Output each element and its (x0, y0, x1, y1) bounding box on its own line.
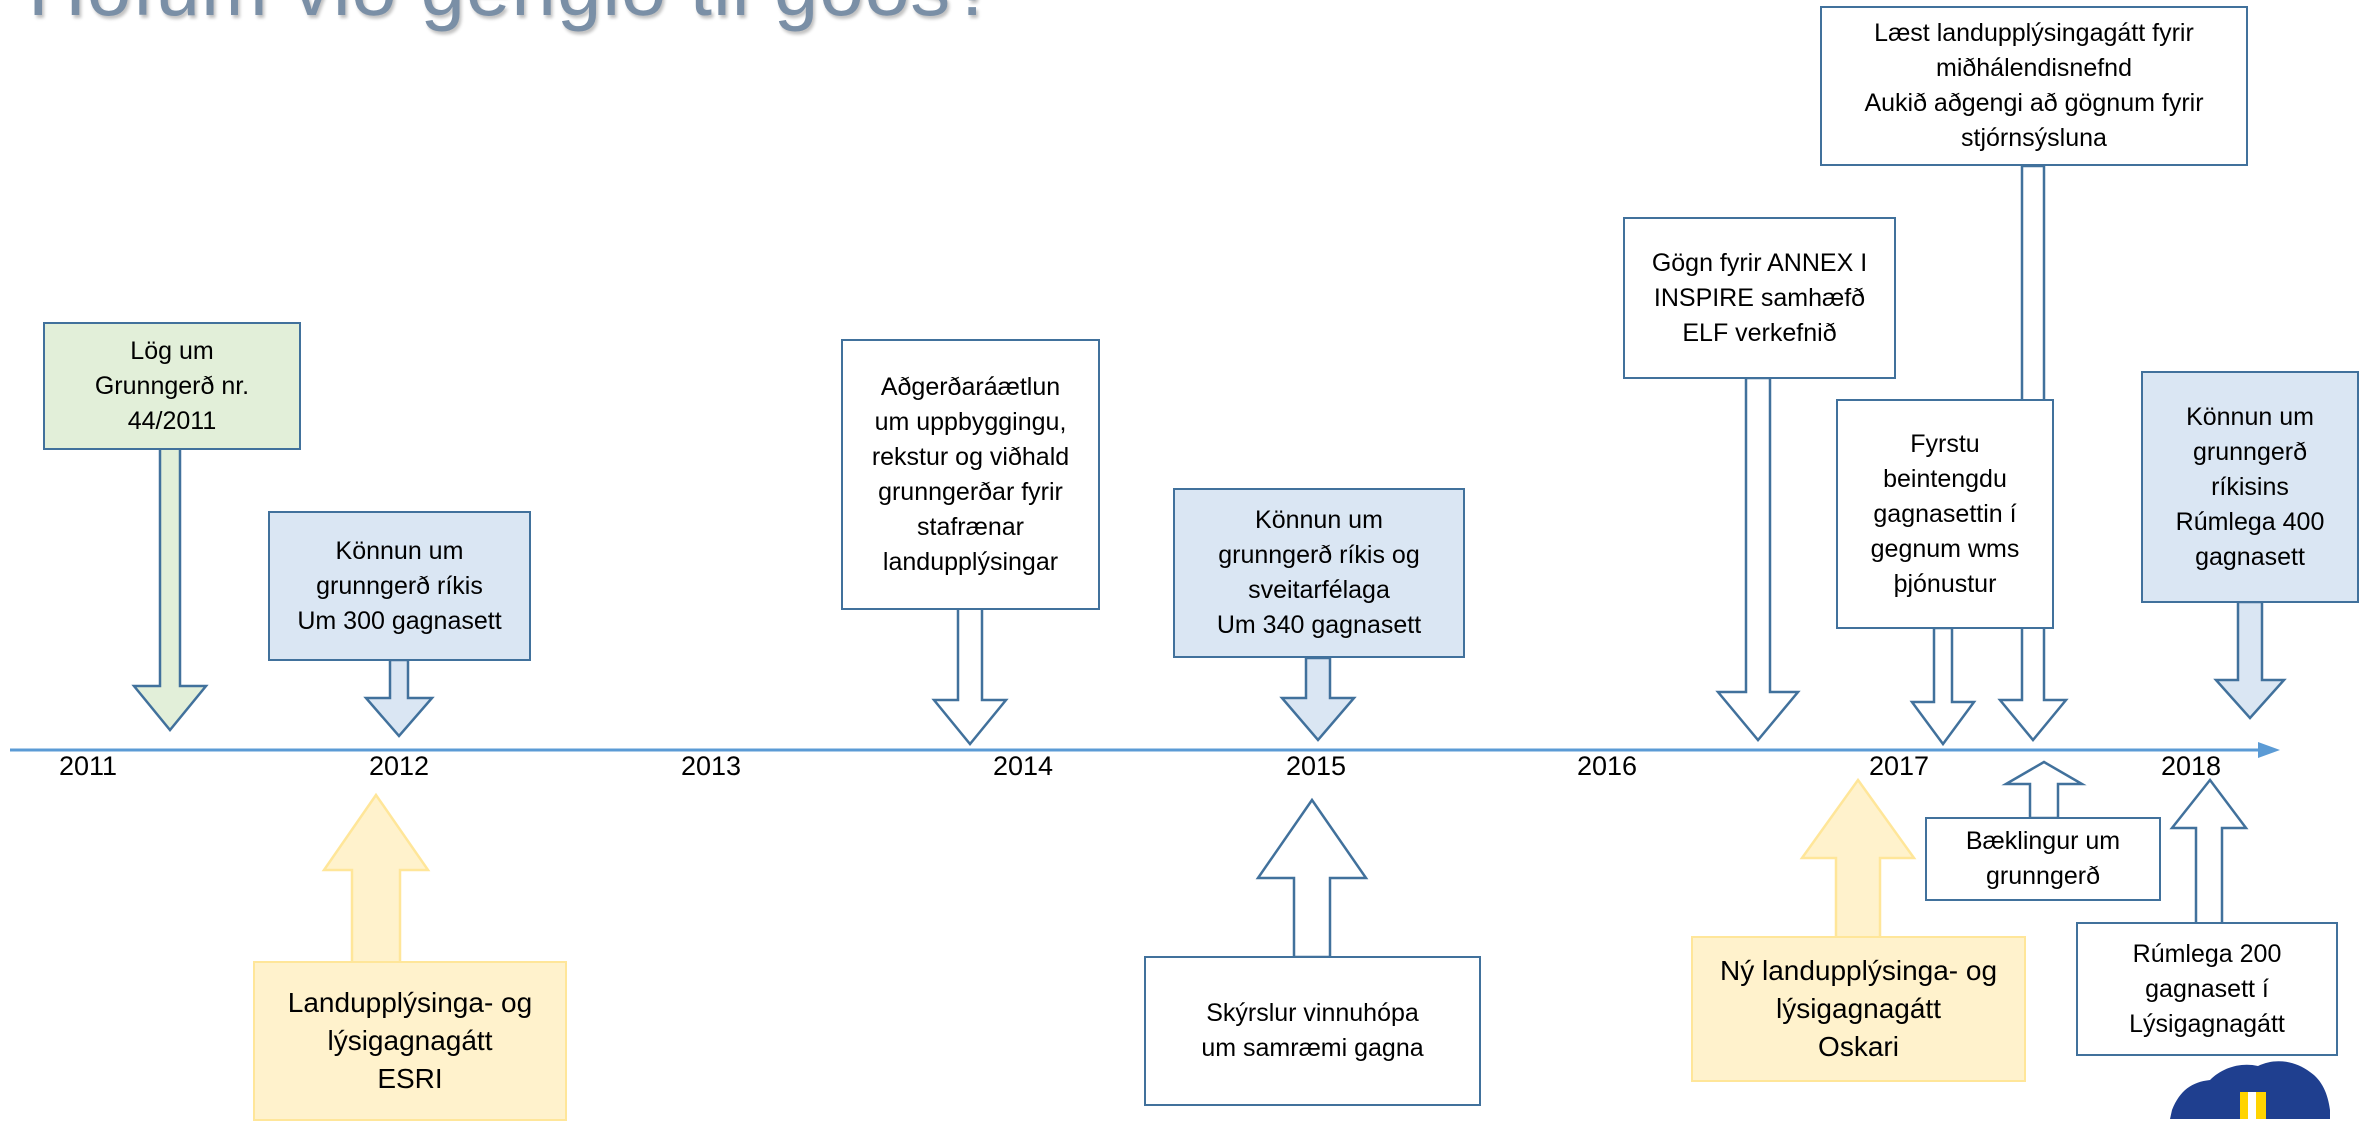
event-skyrslur: Skýrslur vinnuhópa um samræmi gagna (1144, 956, 1481, 1106)
event-adgerdaraetlun-text: Aðgerðaráætlun um uppbyggingu, rekstur o… (871, 372, 1070, 576)
year-label-2015: 2015 (1285, 751, 1347, 781)
event-rumlega-200: Rúmlega 200 gagnasett í Lýsigagnagátt (2076, 922, 2338, 1056)
event-gatt-esri: Landupplýsinga- og lýsigagnagátt ESRI (253, 961, 567, 1121)
event-gatt-esri-text: Landupplýsinga- og lýsigagnagátt ESRI (287, 987, 533, 1094)
year-label-2011: 2011 (58, 751, 118, 781)
event-fyrstu-text: Fyrstu beintengdu gagnasettin í gegnum w… (1870, 429, 2020, 598)
event-konnun-2015: Könnun um grunngerð ríkis og sveitarféla… (1173, 488, 1465, 658)
event-ny-gatt: Ný landupplýsinga- og lýsigagnagátt Oska… (1691, 936, 2026, 1082)
arrow-konnun-2015 (1279, 656, 1357, 742)
event-konnun-2012: Könnun um grunngerð ríkis Um 300 gagnase… (268, 511, 531, 661)
event-fyrstu: Fyrstu beintengdu gagnasettin í gegnum w… (1836, 399, 2054, 629)
event-konnun-2018-text: Könnun um grunngerð ríkisins Rúmlega 400… (2175, 402, 2325, 571)
event-skyrslur-text: Skýrslur vinnuhópa um samræmi gagna (1201, 999, 1424, 1062)
event-midhalendi: Læst landupplýsingagátt fyrir miðhálendi… (1820, 6, 2248, 166)
year-label-2017: 2017 (1868, 751, 1930, 781)
year-label-2016: 2016 (1576, 751, 1638, 781)
event-log-2011: Lög um Grunngerð nr. 44/2011 (43, 322, 301, 450)
arrow-rumlega-200 (2169, 777, 2249, 926)
arrow-adgerdaraetlun (931, 606, 1009, 746)
event-konnun-2015-text: Könnun um grunngerð ríkis og sveitarféla… (1216, 506, 1422, 639)
arrow-skyrslur (1255, 797, 1369, 959)
arrow-gatt-esri (321, 792, 431, 965)
arrow-konnun-2012 (363, 658, 435, 738)
arrow-konnun-2018 (2213, 600, 2287, 720)
timeline-arrowhead (2258, 742, 2280, 758)
arrow-log-2011 (131, 446, 209, 732)
page-title: Höfum við gengið til góðs? (28, 0, 997, 34)
year-label-2012: 2012 (368, 751, 430, 781)
event-konnun-2012-text: Könnun um grunngerð ríkis Um 300 gagnase… (297, 536, 502, 635)
arrow-fyrstu (1909, 626, 1977, 747)
arrow-annex (1715, 376, 1801, 742)
event-log-2011-text: Lög um Grunngerð nr. 44/2011 (94, 336, 250, 435)
year-label-2014: 2014 (992, 751, 1054, 781)
event-baeklingur-text: Bæklingur um grunngerð (1965, 827, 2121, 890)
arrow-baeklingur (2001, 760, 2087, 820)
year-label-2018: 2018 (2160, 751, 2222, 781)
arrow-ny-gatt (1799, 777, 1917, 940)
event-konnun-2018: Könnun um grunngerð ríkisins Rúmlega 400… (2141, 371, 2359, 603)
event-annex: Gögn fyrir ANNEX I INSPIRE samhæfð ELF v… (1623, 217, 1896, 379)
year-label-2013: 2013 (680, 751, 742, 781)
event-annex-text: Gögn fyrir ANNEX I INSPIRE samhæfð ELF v… (1651, 248, 1868, 347)
event-rumlega-200-text: Rúmlega 200 gagnasett í Lýsigagnagátt (2129, 939, 2285, 1038)
event-ny-gatt-text: Ný landupplýsinga- og lýsigagnagátt Oska… (1719, 955, 1998, 1062)
event-baeklingur: Bæklingur um grunngerð (1925, 817, 2161, 901)
iceland-map-logo (2170, 1061, 2330, 1119)
event-adgerdaraetlun: Aðgerðaráætlun um uppbyggingu, rekstur o… (841, 339, 1100, 610)
event-midhalendi-text: Læst landupplýsingagátt fyrir miðhálendi… (1864, 19, 2204, 152)
